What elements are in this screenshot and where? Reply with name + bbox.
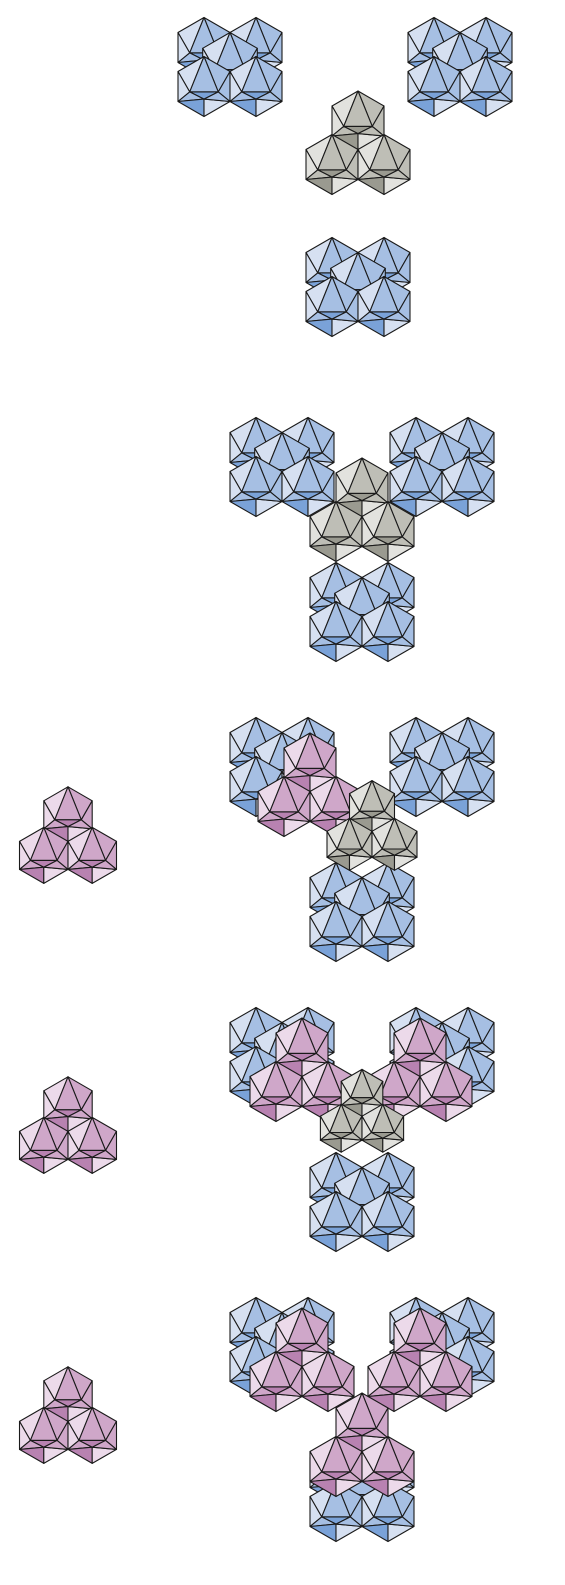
octahedron-facet-dark <box>250 1394 276 1411</box>
octahedron-facet-dark <box>282 499 308 516</box>
octahedron-facet-light <box>256 499 282 516</box>
panel-4-pink-step2 <box>20 1008 495 1252</box>
octahedron-facet-light <box>388 944 414 961</box>
octahedron-facet-dark <box>442 799 468 816</box>
octahedron-facet-light <box>388 544 414 561</box>
octahedron-facet-light <box>284 819 310 836</box>
octahedron-facet-dark <box>460 99 486 116</box>
octahedron-facet-light <box>92 867 116 883</box>
octahedron-facet-dark <box>68 867 92 883</box>
octahedron-facet-light <box>204 99 230 116</box>
octahedron-facet-dark <box>230 99 256 116</box>
octahedron-facet-light <box>336 1234 362 1251</box>
octahedron-facet-light <box>416 499 442 516</box>
octahedron-facet-dark <box>358 319 384 336</box>
octahedron-facet-light <box>256 99 282 116</box>
octahedron-facet-light <box>434 99 460 116</box>
octahedron-facet-dark <box>408 99 434 116</box>
octahedron-facet-light <box>384 319 410 336</box>
octahedron-facet-dark <box>362 1138 383 1152</box>
octahedron-facet-dark <box>362 1524 388 1541</box>
panel-2-assembled <box>230 418 494 662</box>
octahedron-facet-light <box>388 644 414 661</box>
octahedron-facet-dark <box>250 1104 276 1121</box>
octahedron-facet-light <box>446 1104 472 1121</box>
octahedron-facet-light <box>416 799 442 816</box>
octahedron-facet-dark <box>362 544 388 561</box>
octahedron-facet-light <box>332 177 358 194</box>
octahedron-facet-dark <box>362 644 388 661</box>
octahedron-facet-light <box>44 867 68 883</box>
octahedron-facet-dark <box>420 1104 446 1121</box>
octahedron-facet-light <box>336 644 362 661</box>
panel-5-pink-step3 <box>20 1298 495 1542</box>
octahedron-facet-dark <box>358 177 384 194</box>
octahedron-facet-light <box>44 1447 68 1463</box>
octahedron-facet-dark <box>310 1524 336 1541</box>
octahedron-facet-light <box>276 1394 302 1411</box>
octahedron-facet-light <box>388 1524 414 1541</box>
octahedron-facet-dark <box>310 944 336 961</box>
octahedron-facet-dark <box>362 944 388 961</box>
octahedron-facet-dark <box>230 499 256 516</box>
panel-1-parts <box>178 18 512 337</box>
octahedron-facet-dark <box>320 1138 341 1152</box>
octahedron-facet-light <box>336 1524 362 1541</box>
octahedron-facet-dark <box>310 1234 336 1251</box>
octahedron-facet-dark <box>20 1447 44 1463</box>
octahedron-facet-light <box>468 499 494 516</box>
octahedron-facet-light <box>468 799 494 816</box>
octahedron-facet-dark <box>302 1394 328 1411</box>
octahedron-facet-light <box>276 1104 302 1121</box>
octahedron-facet-dark <box>230 799 256 816</box>
octahedron-facet-dark <box>442 499 468 516</box>
octahedron-facet-dark <box>20 1157 44 1173</box>
octahedron-facet-light <box>394 1394 420 1411</box>
octahedron-facet-dark <box>310 544 336 561</box>
octahedron-facet-dark <box>306 319 332 336</box>
octahedron-facet-dark <box>362 1234 388 1251</box>
octahedron-facet-light <box>332 319 358 336</box>
octahedron-facet-light <box>336 944 362 961</box>
octahedron-facet-dark <box>258 819 284 836</box>
octahedron-facet-light <box>92 1447 116 1463</box>
octahedron-facet-light <box>336 544 362 561</box>
octahedron-facet-dark <box>420 1394 446 1411</box>
diagram-layer <box>20 18 513 1542</box>
octahedron-facet-light <box>446 1394 472 1411</box>
octahedron-facet-dark <box>306 177 332 194</box>
octahedron-facet-dark <box>20 867 44 883</box>
octahedron-facet-light <box>384 177 410 194</box>
octahedron-facet-dark <box>68 1447 92 1463</box>
octahedron-facet-light <box>388 1234 414 1251</box>
octahedron-facet-dark <box>178 99 204 116</box>
octahedron-facet-dark <box>310 644 336 661</box>
octahedron-facet-dark <box>68 1157 92 1173</box>
octahedron-facet-light <box>44 1157 68 1173</box>
octahedron-facet-light <box>486 99 512 116</box>
octahedron-facet-light <box>92 1157 116 1173</box>
panel-3-pink-step1 <box>20 718 495 962</box>
